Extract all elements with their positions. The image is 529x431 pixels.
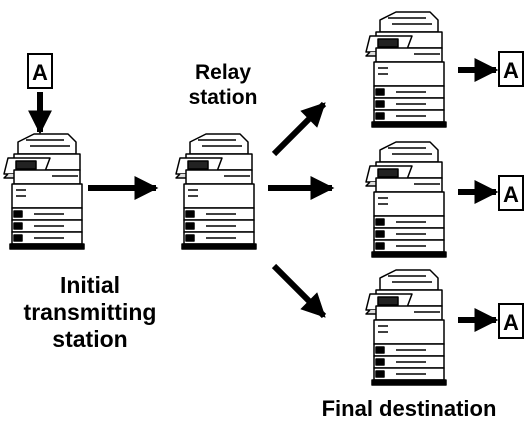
svg-text:A: A (503, 310, 519, 335)
document-icon: A (498, 303, 524, 339)
final-destination-label: Final destination (321, 396, 497, 421)
mfp-printer-icon (365, 141, 447, 258)
arrow-icon (271, 101, 327, 157)
mfp-printer-icon (365, 11, 447, 128)
arrow-icon (271, 263, 327, 319)
document-icon: A (498, 51, 524, 87)
svg-text:A: A (32, 60, 48, 85)
mfp-printer-icon (175, 133, 257, 250)
relay-station-label: Relay station (188, 61, 258, 109)
svg-text:A: A (503, 58, 519, 83)
mfp-printer-icon (365, 269, 447, 386)
mfp-printer-icon (3, 133, 85, 250)
document-icon: A (27, 53, 53, 89)
document-icon: A (498, 175, 524, 211)
initial-station-label: Initial transmitting station (23, 272, 157, 353)
svg-text:A: A (503, 182, 519, 207)
